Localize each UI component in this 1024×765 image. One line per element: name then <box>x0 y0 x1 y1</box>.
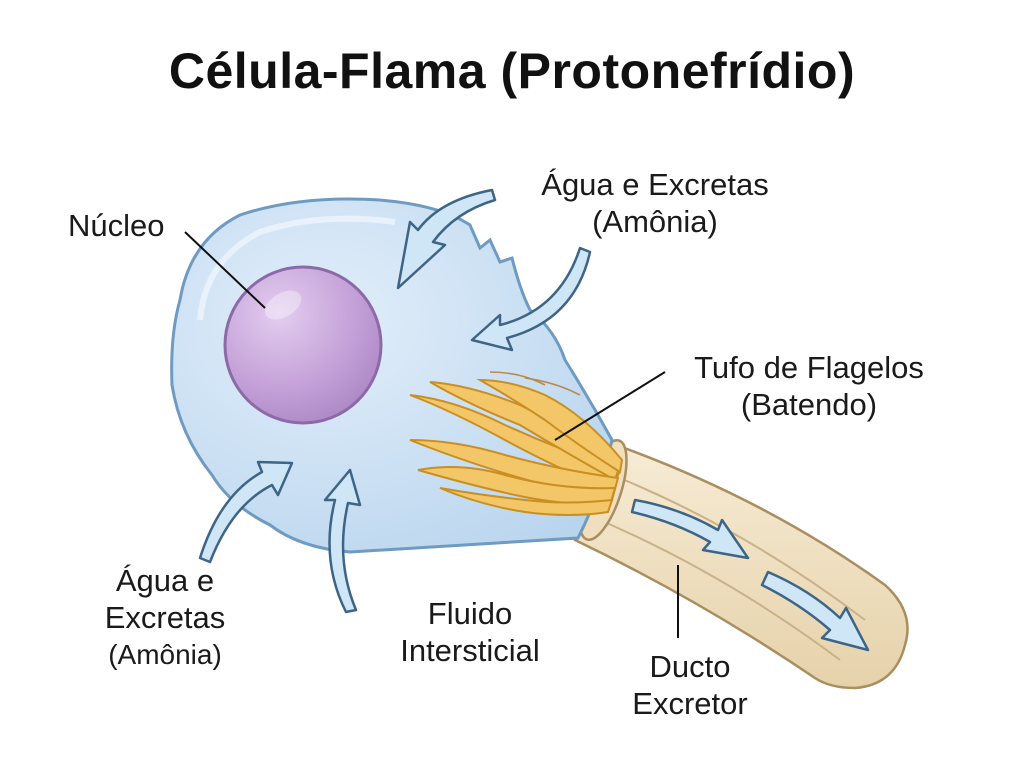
duct-flow-arrow-1 <box>630 498 750 560</box>
nucleo-leader-line <box>184 231 266 309</box>
label-ducto-excretor: Ducto Excretor <box>600 648 780 722</box>
nucleus <box>223 265 383 425</box>
water-inflow-arrow-bottom <box>323 468 362 614</box>
label-agua-left-line3: (Amônia) <box>108 639 222 670</box>
label-nucleo-text: Núcleo <box>68 208 165 243</box>
water-inflow-arrow-left <box>198 460 294 564</box>
label-ducto-line2: Excretor <box>632 686 748 721</box>
tufo-leader-line <box>554 371 666 441</box>
flagella-tuft <box>409 371 624 516</box>
label-agua-excretas-left: Água e Excretas (Amônia) <box>80 562 250 673</box>
label-ducto-line1: Ducto <box>649 649 731 684</box>
water-inflow-arrow-top-2 <box>470 246 592 352</box>
water-inflow-arrow-top-1 <box>396 188 497 290</box>
page-title: Célula-Flama (Protonefrídio) <box>168 43 856 99</box>
label-agua-left-line1: Água e <box>115 563 215 598</box>
label-tufo-line2: (Batendo) <box>740 387 878 422</box>
label-fluido-line1: Fluido <box>427 596 513 631</box>
label-agua-left-line2: Excretas <box>104 600 226 635</box>
label-tufo-flagelos: Tufo de Flagelos (Batendo) <box>664 349 954 423</box>
label-fluido-intersticial: Fluido Intersticial <box>375 595 565 669</box>
label-nucleo: Núcleo <box>68 207 165 244</box>
duct-flow-arrow-2 <box>760 570 870 652</box>
label-fluido-line2: Intersticial <box>400 633 540 668</box>
label-tufo-line1: Tufo de Flagelos <box>694 350 924 385</box>
label-agua-excretas-top: Água e Excretas (Amônia) <box>510 166 800 240</box>
label-agua-top-line1: Água e Excretas <box>541 167 769 202</box>
label-agua-top-line2: (Amônia) <box>592 204 718 239</box>
